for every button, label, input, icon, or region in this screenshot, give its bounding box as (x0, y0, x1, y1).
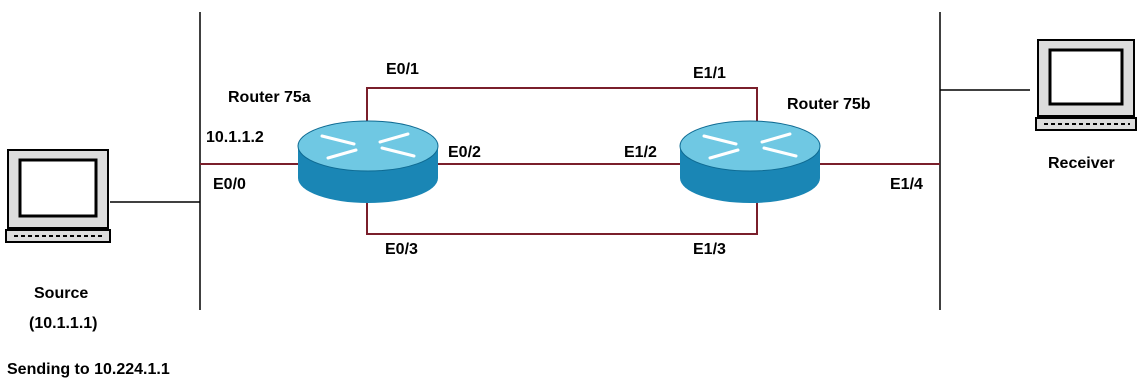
router-75b-label: Router 75b (787, 96, 871, 113)
interface-e1-1-label: E1/1 (693, 65, 726, 82)
interface-e0-0-label: E0/0 (213, 176, 246, 193)
desktop-computer-icon (1035, 39, 1137, 131)
source-ip-label: (10.1.1.1) (29, 315, 98, 332)
interface-e1-2-label: E1/2 (624, 144, 657, 161)
router-icon (679, 120, 821, 203)
interface-e1-3-label: E1/3 (693, 241, 726, 258)
sending-note: Sending to 10.224.1.1 (7, 362, 170, 378)
interface-e0-2-label: E0/2 (448, 144, 481, 161)
link-e0-1-e1-1 (366, 87, 758, 145)
interface-e0-1-label: E0/1 (386, 61, 419, 78)
source-label: Source (34, 285, 89, 302)
router-75a-label: Router 75a (228, 89, 311, 106)
sending-note-address: 10.224.1.1 (94, 361, 170, 378)
router-icon (297, 120, 439, 203)
router-75a-ip-label: 10.1.1.2 (206, 129, 264, 146)
link-e0-3-e1-3 (366, 190, 758, 235)
sending-note-prefix: Sending to (7, 361, 95, 378)
receiver-label: Receiver (1048, 155, 1115, 172)
interface-e1-4-label: E1/4 (890, 176, 923, 193)
desktop-computer-icon (5, 149, 111, 243)
interface-e0-3-label: E0/3 (385, 241, 418, 258)
